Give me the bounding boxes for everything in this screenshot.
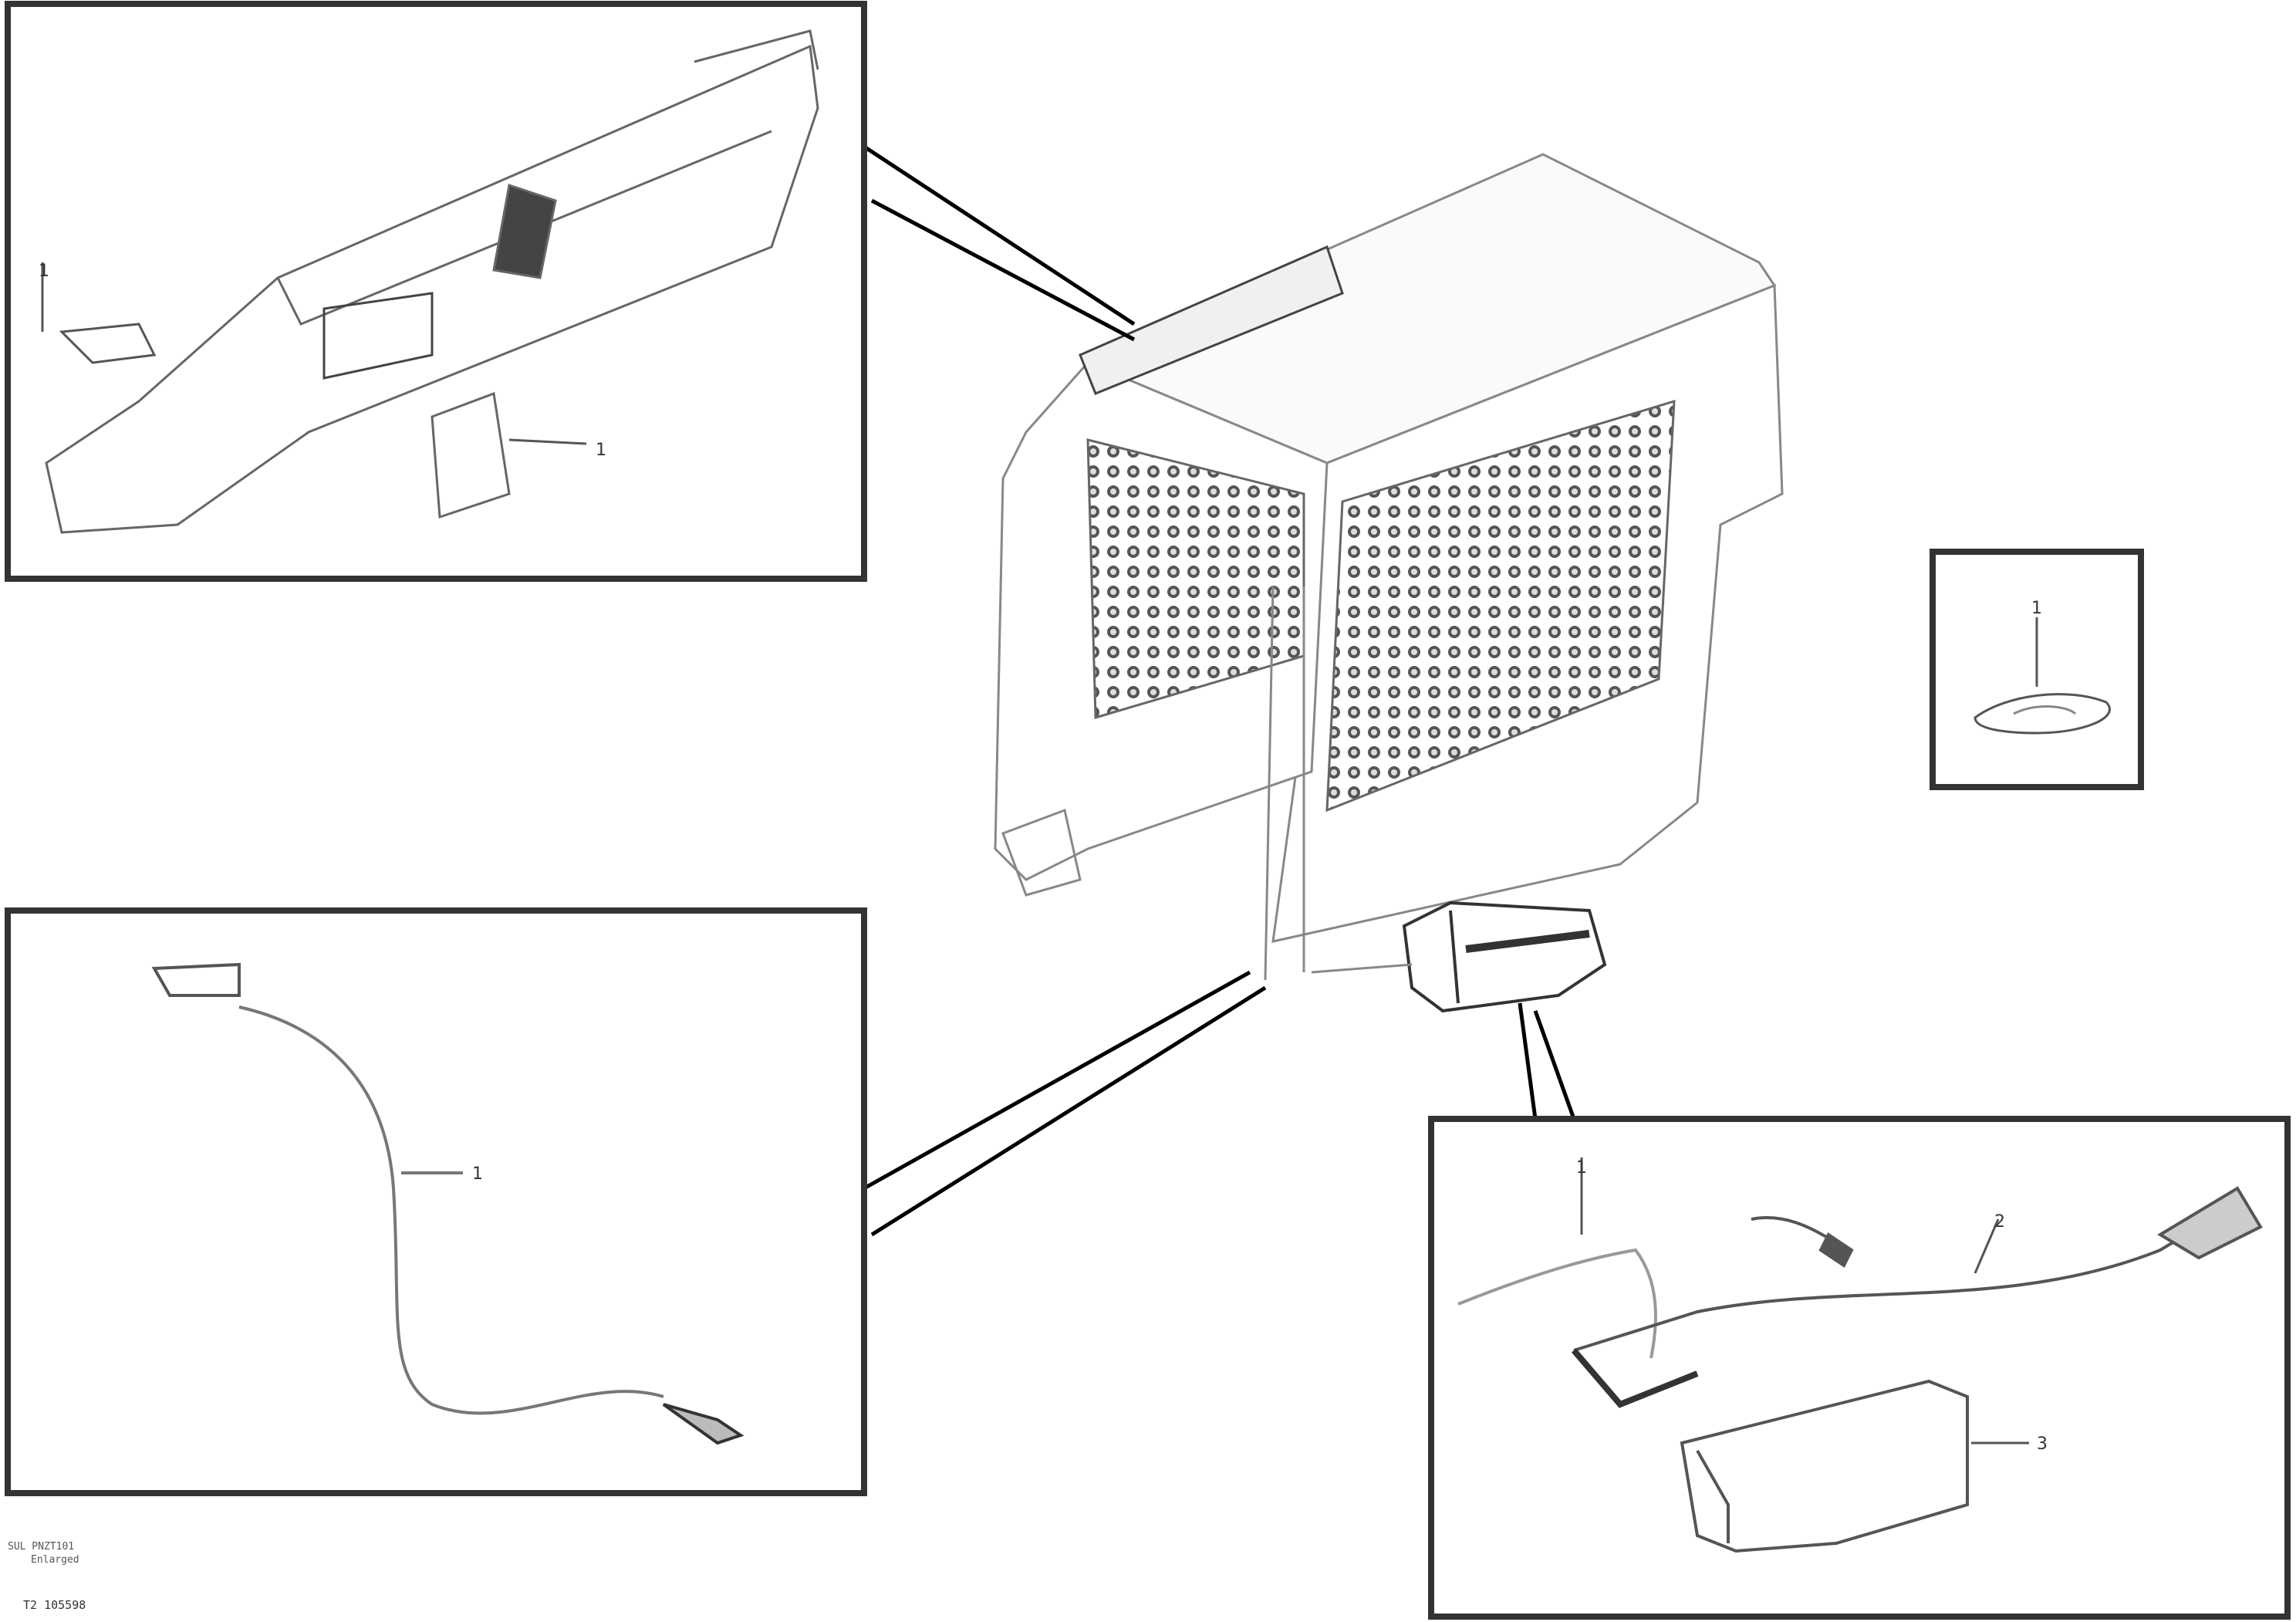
callout-label: 1 [1576,1158,1587,1178]
cab-rear-panel-assembly [994,153,1784,981]
leader-lines [863,144,1576,1237]
cable-harness-drawing [151,962,745,1445]
label-leader-right [508,438,587,445]
detail-box-1: 1 1 [5,1,867,582]
connector-left [41,262,157,364]
module-and-harness-drawing [1457,1186,2263,1553]
callout-label: 1 [2031,599,2042,618]
callout-label: 1 [39,262,49,281]
callout-label: 2 [1994,1212,2005,1232]
detail-box-2: 1 [5,907,867,1496]
figure-reference: SUL PNZT101 Enlarged T2 105598 [8,1541,86,1612]
control-module [1311,901,1607,1013]
footer-line-2: Enlarged [31,1554,79,1566]
instrument-panel-drawing [45,29,819,534]
grommet-drawing [1974,617,2111,735]
footer-line-1: SUL PNZT101 [8,1541,74,1553]
figure-number: T2 105598 [23,1598,86,1612]
callout-label: 1 [596,441,606,460]
callout-label: 3 [2037,1434,2048,1454]
detail-box-4: 1 [1930,549,2144,790]
callout-label: 1 [472,1164,483,1184]
detail-box-3: 1 2 3 [1428,1116,2291,1620]
